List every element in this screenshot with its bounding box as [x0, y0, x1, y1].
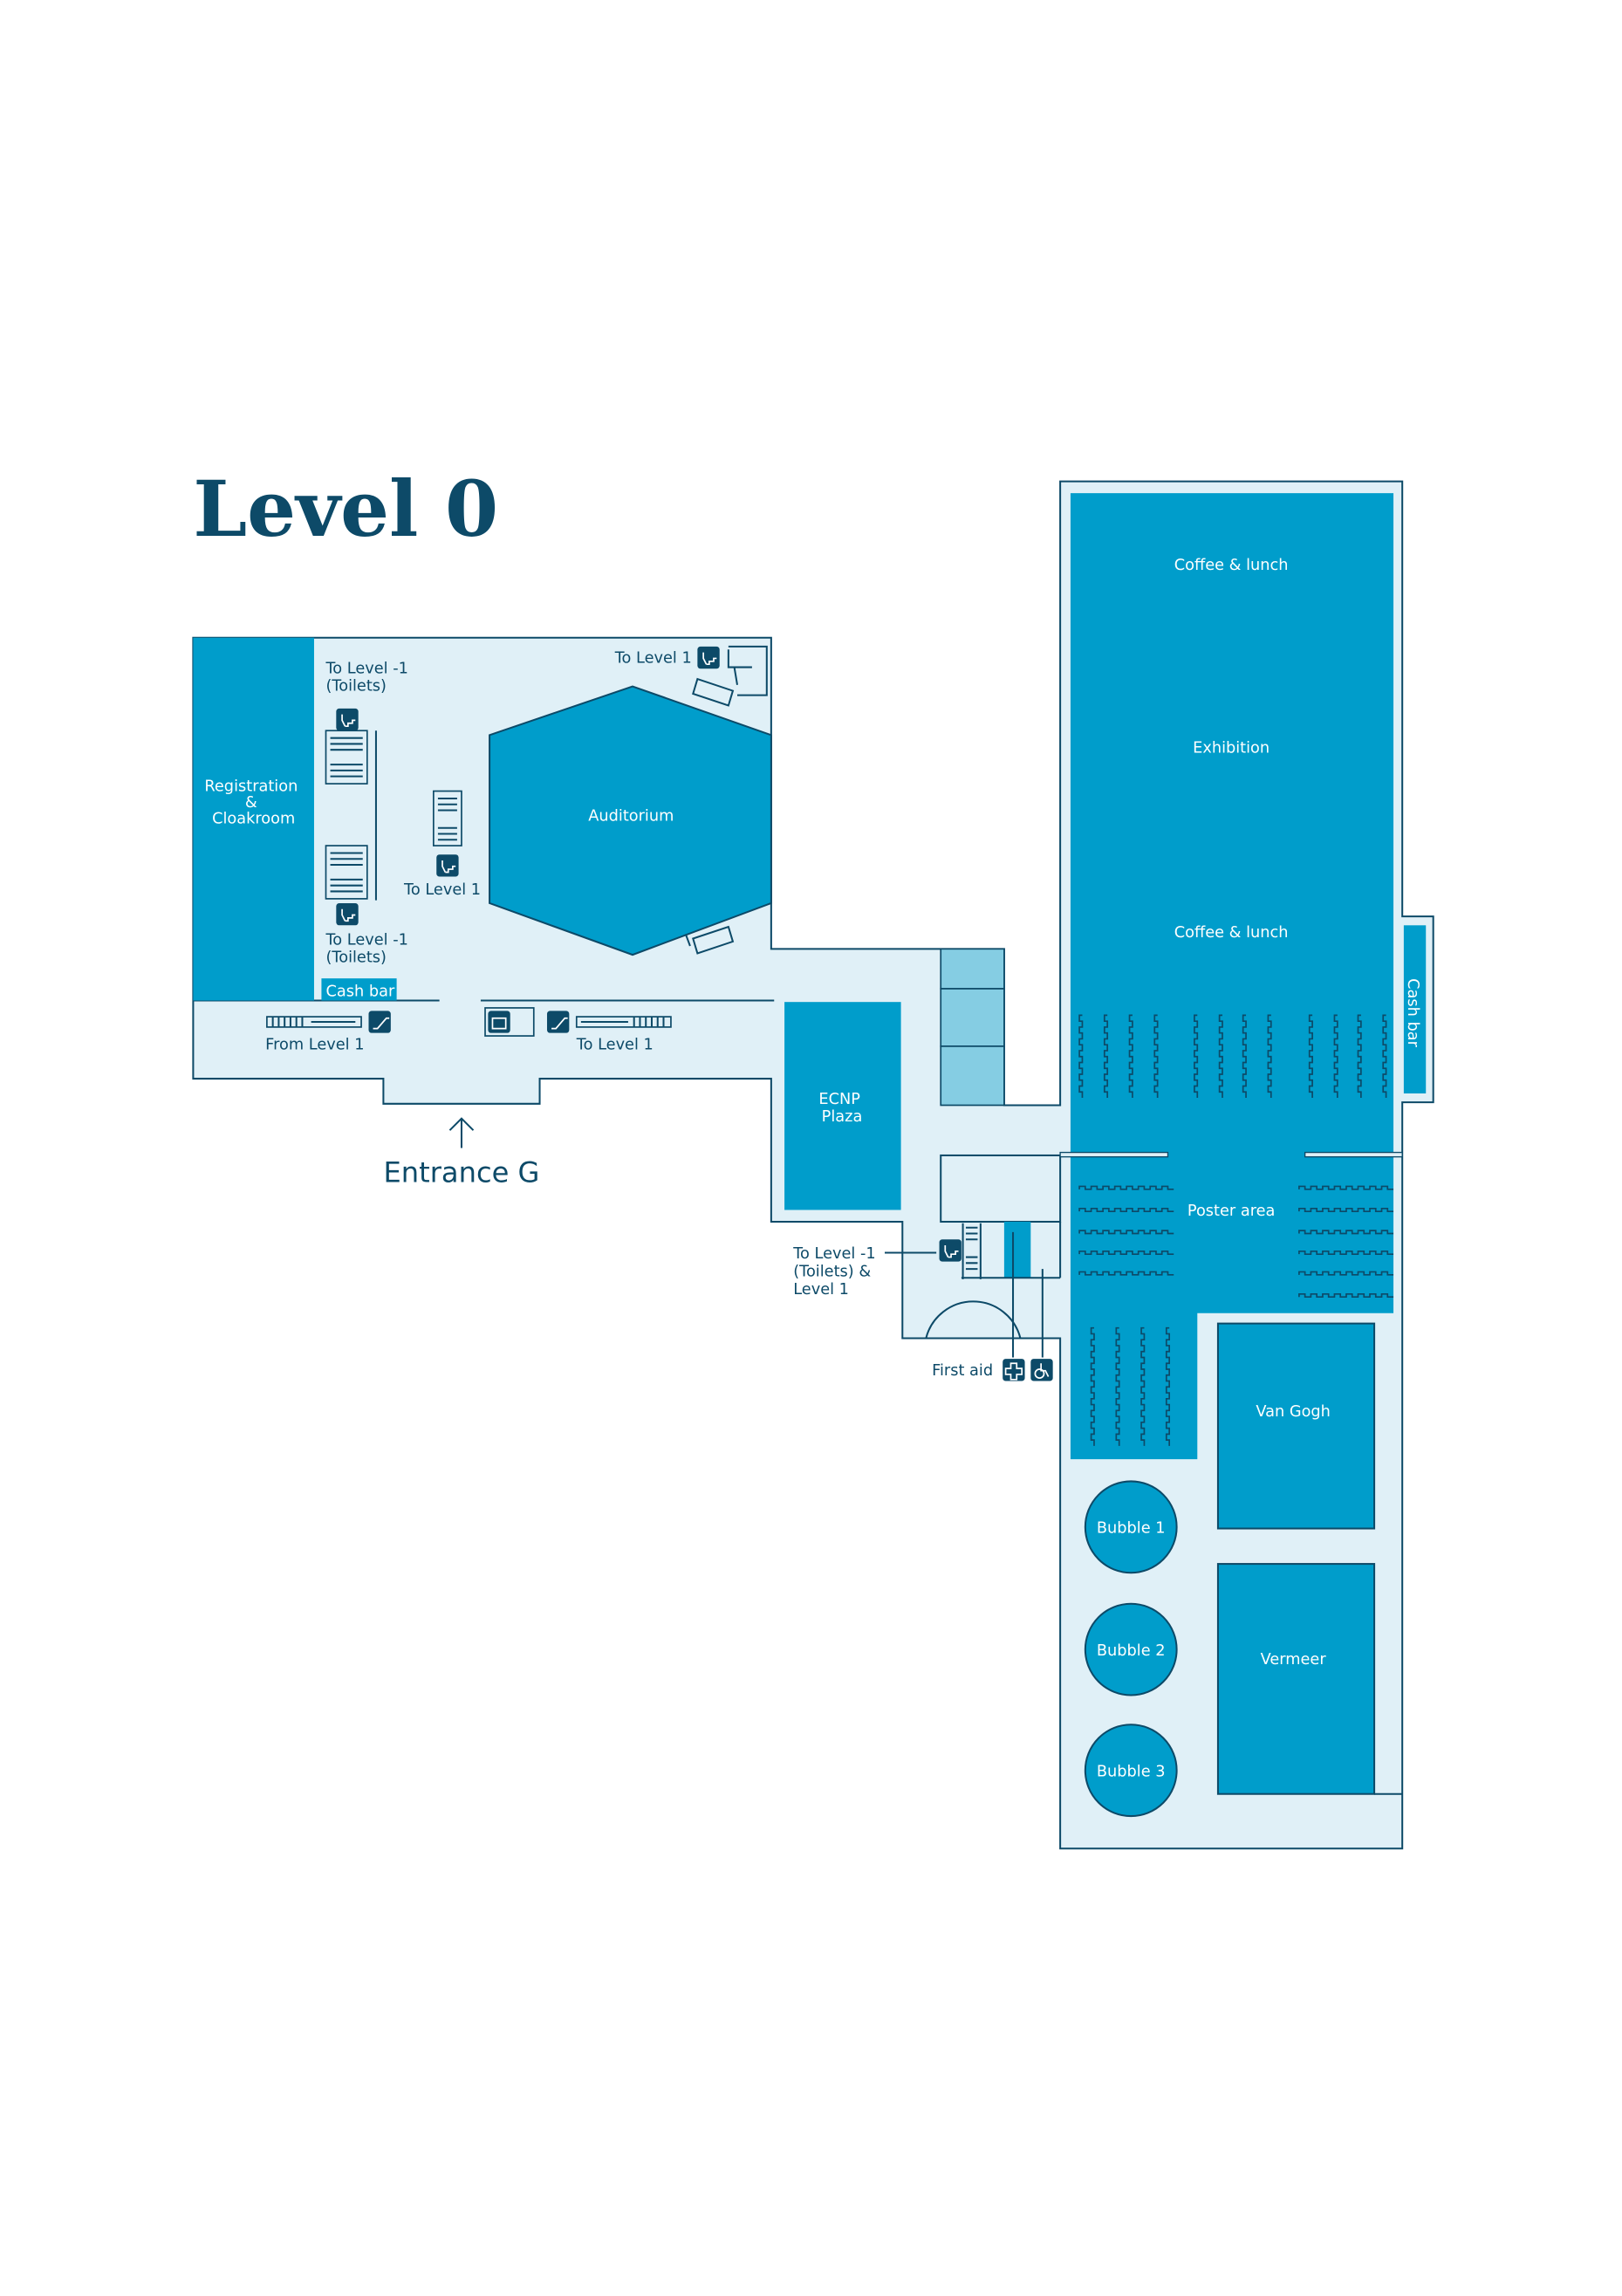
poster-board [1267, 1014, 1272, 1099]
vermeer-label: Vermeer [1261, 1651, 1327, 1669]
stairs-icon [697, 646, 720, 669]
cash-bar-right[interactable] [1403, 925, 1427, 1093]
entrance-label: Entrance G [383, 1155, 539, 1189]
poster-board [1078, 1185, 1174, 1190]
ecnp-plaza-label: ECNP Plaza [818, 1091, 865, 1126]
to-level-minus1-bottom-label: To Level -1 (Toilets) [325, 931, 413, 966]
to-level1-escalator-label: To Level 1 [576, 1036, 654, 1053]
poster-board [1153, 1014, 1159, 1099]
poster-board [1382, 1014, 1387, 1099]
poster-board [1298, 1230, 1394, 1235]
poster-board [1090, 1326, 1095, 1446]
poster-board [1298, 1292, 1394, 1299]
to-level-minus1-right-label: To Level -1 (Toilets) & Level 1 [792, 1245, 880, 1299]
stairs-icon [336, 902, 359, 926]
side-room [940, 988, 1005, 1047]
poster-board [1298, 1207, 1394, 1213]
to-level1-top-label: To Level 1 [614, 649, 692, 667]
bubble-2-room[interactable] [1084, 1602, 1178, 1696]
poster-board [1308, 1014, 1313, 1099]
first-aid-icon [1003, 1359, 1025, 1381]
van-gogh-room[interactable] [1216, 1322, 1376, 1530]
poster-board [1298, 1250, 1394, 1256]
exhibition-label: Exhibition [1193, 740, 1270, 757]
service-room [940, 1154, 1062, 1223]
stairs-icon [436, 854, 459, 877]
bubble-2-label: Bubble 2 [1097, 1642, 1166, 1660]
poster-board [1128, 1014, 1133, 1099]
poster-board [1078, 1271, 1174, 1276]
stairs-middle [433, 790, 462, 846]
arrow-up-icon [448, 1117, 475, 1148]
bubble-3-room[interactable] [1084, 1724, 1178, 1818]
from-level1-label: From Level 1 [265, 1036, 364, 1053]
poster-board [1165, 1326, 1171, 1446]
poster-board [1078, 1250, 1174, 1256]
escalator-icon [546, 1011, 570, 1033]
cash-bar-left-label: Cash bar [325, 983, 394, 1000]
escalator-to-level1 [575, 1016, 672, 1028]
coffee-lunch-bottom-label: Coffee & lunch [1174, 924, 1289, 942]
bubble-1-room[interactable] [1084, 1480, 1178, 1574]
poster-board [1078, 1230, 1174, 1235]
poster-boards [1078, 1014, 1394, 1446]
escalator-from-level1 [266, 1016, 362, 1028]
elevator[interactable] [484, 1007, 535, 1037]
poster-board [1078, 1014, 1084, 1099]
ecnp-plaza-room[interactable] [784, 1002, 901, 1210]
auditorium-room[interactable] [489, 685, 772, 956]
auditorium-label: Auditorium [588, 807, 674, 825]
escalator-icon [368, 1011, 391, 1033]
stairs-right [961, 1221, 1062, 1279]
side-room [940, 1045, 1005, 1107]
wheelchair-icon [1030, 1359, 1053, 1381]
poster-board [1242, 1014, 1247, 1099]
registration-label: Registration & Cloakroom [204, 778, 303, 828]
poster-board [1298, 1271, 1394, 1276]
poster-board [1078, 1207, 1174, 1213]
poster-board [1140, 1326, 1146, 1446]
page-title: Level 0 [193, 463, 498, 554]
registration-room[interactable] [193, 637, 314, 1001]
poster-board [1103, 1014, 1109, 1099]
bubble-1-label: Bubble 1 [1097, 1520, 1166, 1538]
coffee-lunch-top-label: Coffee & lunch [1174, 557, 1289, 574]
poster-board [1194, 1014, 1199, 1099]
exhibition-hall[interactable] [1070, 493, 1394, 1460]
cash-bar-right-label: Cash bar [1404, 978, 1421, 1047]
side-room [940, 948, 1005, 990]
stairs-bottom-right [684, 925, 735, 955]
vermeer-room[interactable] [1216, 1563, 1376, 1795]
to-level-minus1-top-label: To Level -1 (Toilets) [325, 660, 413, 695]
first-aid-label: First aid [932, 1362, 993, 1380]
poster-board [1115, 1326, 1120, 1446]
partition-wall [1059, 1151, 1169, 1158]
cash-bar-left[interactable] [321, 978, 397, 1001]
stairs-icon [336, 708, 359, 731]
leader-lines [885, 1231, 1044, 1358]
poster-board [1218, 1014, 1223, 1099]
poster-area-label: Poster area [1187, 1203, 1276, 1220]
poster-board [1333, 1014, 1338, 1099]
first-aid-room[interactable] [1003, 1222, 1031, 1278]
partition-wall [1304, 1151, 1403, 1158]
poster-board [1298, 1185, 1394, 1190]
bubble-3-label: Bubble 3 [1097, 1763, 1166, 1780]
to-level1-mid-label: To Level 1 [403, 881, 481, 899]
stairs-icon [939, 1239, 962, 1262]
van-gogh-label: Van Gogh [1256, 1403, 1331, 1421]
stairs-top-left [325, 730, 368, 785]
poster-board [1357, 1014, 1362, 1099]
stairs-top-right [692, 645, 768, 707]
elevator-icon [488, 1011, 510, 1033]
stairs-bottom-left [325, 845, 368, 900]
